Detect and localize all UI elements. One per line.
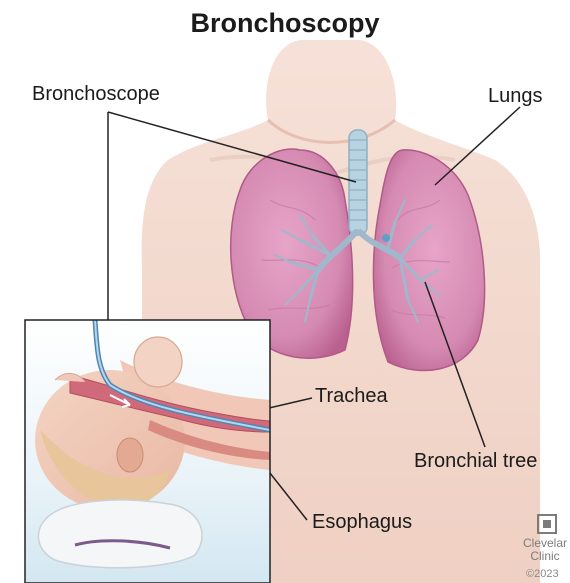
page-title: Bronchoscopy — [0, 8, 570, 39]
logo-text-line2: Clinic — [520, 550, 570, 563]
label-bronchial-tree: Bronchial tree — [414, 450, 537, 473]
label-lungs: Lungs — [488, 85, 543, 108]
label-esophagus: Esophagus — [312, 511, 412, 534]
inset-panel — [25, 320, 270, 583]
cleveland-clinic-logo: Clevelar Clinic — [520, 515, 570, 563]
trachea-illustration — [349, 130, 367, 235]
label-bronchoscope: Bronchoscope — [32, 83, 160, 106]
scope-tip — [382, 234, 390, 242]
label-trachea: Trachea — [315, 385, 388, 408]
copyright: ©2023 — [526, 568, 559, 580]
